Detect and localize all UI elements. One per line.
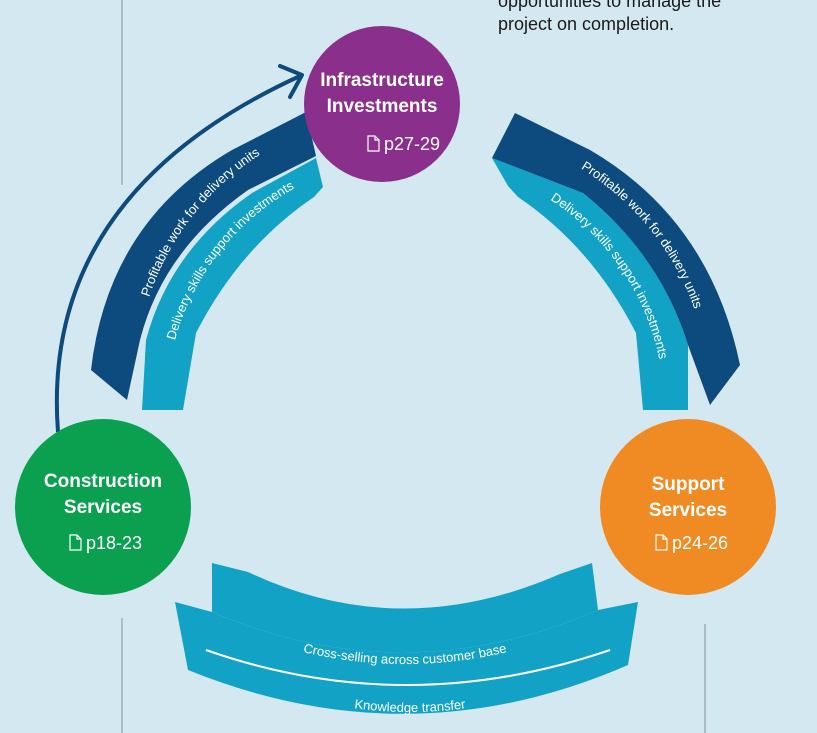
top-note-line-2: project on completion. [498,14,675,34]
inner-ring-left-band [142,158,323,410]
node-title-infrastructure-line1: Infrastructure [320,70,444,91]
node-support-services[interactable]: Support Services p24-26 [600,419,776,595]
node-pages-construction[interactable]: p18-23 [86,533,142,553]
node-circle-support [600,419,776,595]
flow-arrow [54,74,301,433]
document-icon [655,534,668,551]
document-icon [367,135,380,152]
node-circle-infrastructure [304,26,460,182]
inner-ring-bottom-band [212,563,598,653]
node-circle-construction [15,419,191,595]
top-note-line-1: opportunities to manage the [498,0,722,11]
node-infrastructure-investments[interactable]: Infrastructure Investments p27-29 [304,26,460,182]
node-title-construction-line1: Construction [44,471,162,492]
node-construction-services[interactable]: Construction Services p18-23 [15,419,191,595]
outer-arc-right [492,113,740,405]
top-note: opportunities to manage the project on c… [498,0,817,36]
node-title-infrastructure-line2: Investments [327,96,438,117]
document-icon [69,534,82,551]
node-title-support-line1: Support [652,474,725,495]
node-pages-infrastructure[interactable]: p27-29 [384,134,440,154]
outer-arc-left [91,112,316,400]
flow-arrow-head [278,64,304,99]
bottom-arc-divider [205,649,611,686]
label-bottom-outer: Knowledge transfer [354,696,467,715]
inner-ring-right-band [492,158,688,410]
node-title-construction-line2: Services [64,497,142,518]
node-title-support-line2: Services [649,500,727,521]
node-pages-support[interactable]: p24-26 [672,533,728,553]
outer-arc-bottom [175,602,638,714]
